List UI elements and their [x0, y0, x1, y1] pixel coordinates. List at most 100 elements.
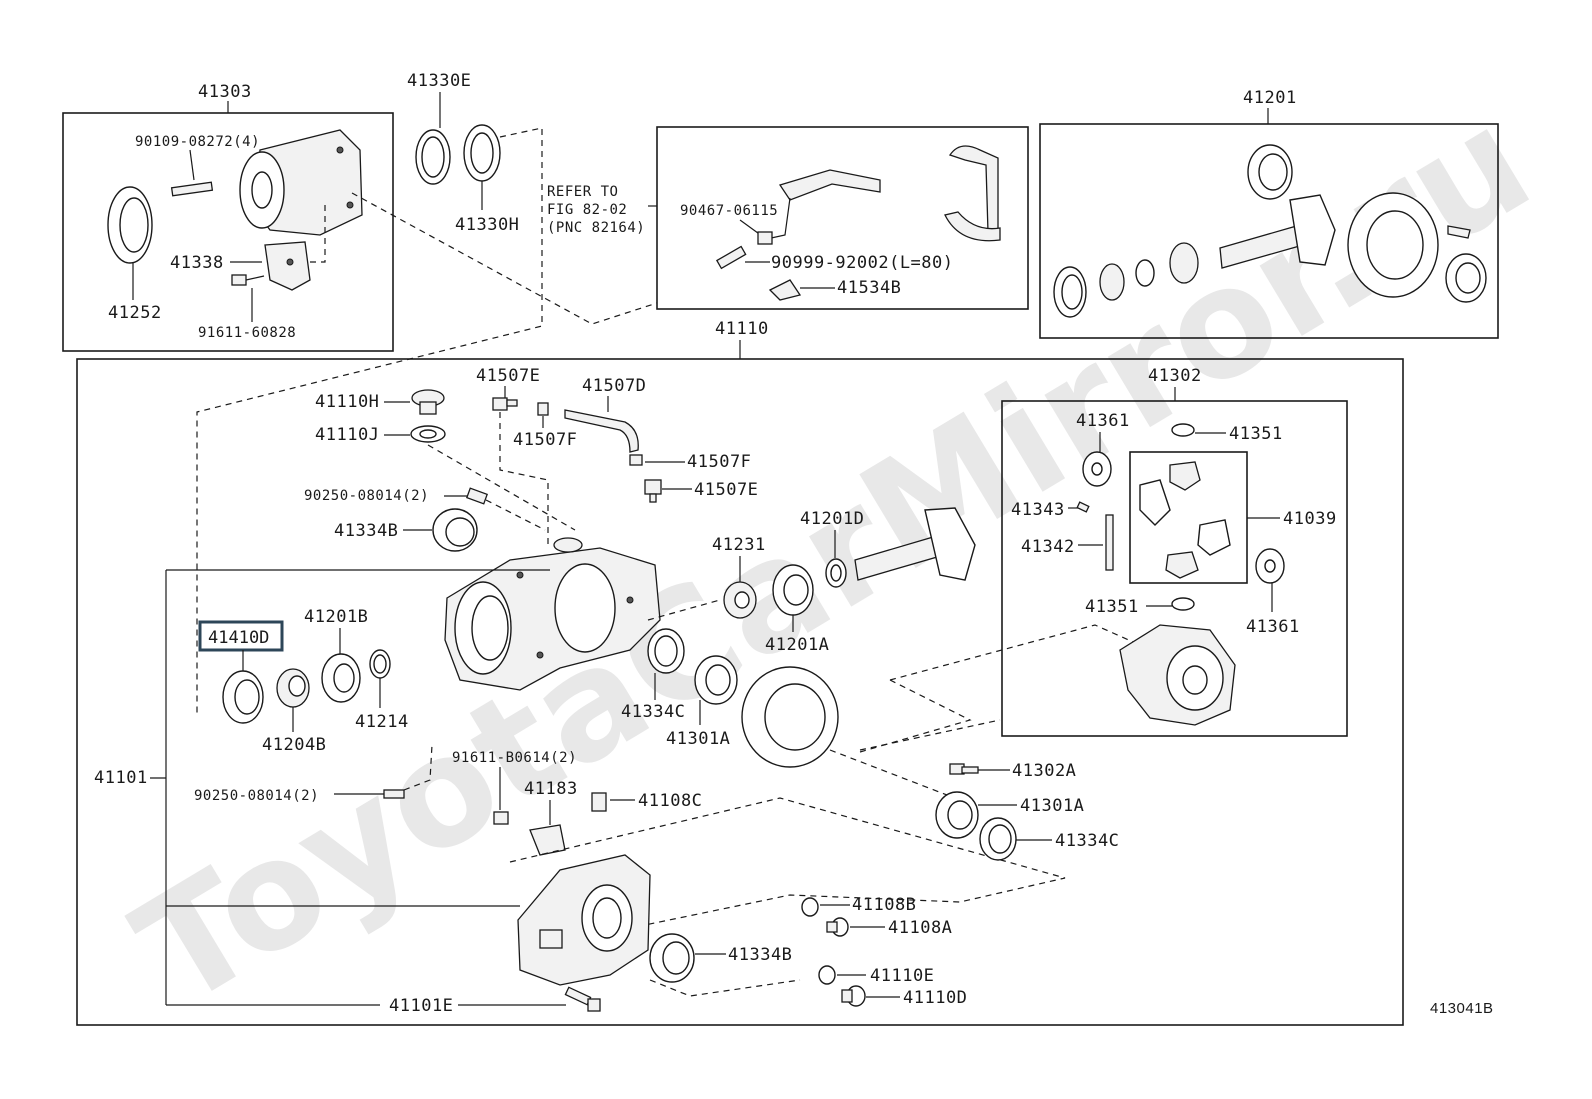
label-41201A[interactable]: 41201A [765, 635, 829, 655]
clip-41507F-right [629, 454, 643, 466]
label-90109-08272[interactable]: 90109-08272(4) [135, 134, 260, 150]
label-41507D[interactable]: 41507D [582, 376, 646, 396]
pin-90250-top [465, 487, 489, 505]
washer-41351-top [1171, 423, 1195, 437]
label-41534B[interactable]: 41534B [837, 278, 901, 298]
label-41108C[interactable]: 41108C [638, 791, 702, 811]
label-41039[interactable]: 41039 [1283, 509, 1337, 529]
pinion-gear [854, 507, 976, 581]
plug-41108C [591, 792, 607, 812]
label-41110H[interactable]: 41110H [315, 392, 379, 412]
label-41108B[interactable]: 41108B [852, 895, 916, 915]
refer-line-2: FIG 82-02 [547, 202, 627, 218]
plate-41183 [529, 824, 566, 856]
figure-code: 413041B [1430, 1000, 1494, 1017]
label-41301A-mid[interactable]: 41301A [666, 729, 730, 749]
rear-cover [517, 854, 651, 986]
label-41507F-right[interactable]: 41507F [687, 452, 751, 472]
label-41252[interactable]: 41252 [108, 303, 162, 323]
label-41101E[interactable]: 41101E [389, 996, 453, 1016]
label-41108A[interactable]: 41108A [888, 918, 952, 938]
bracket-41338 [264, 241, 311, 291]
seal-41334B-bot [649, 933, 695, 983]
label-41201[interactable]: 41201 [1243, 88, 1297, 108]
label-41110J[interactable]: 41110J [315, 425, 379, 445]
spacer-41231 [723, 581, 757, 619]
bolt-41302A [949, 763, 979, 775]
washer-41361-bot [1255, 548, 1285, 584]
bearing-41301A-right [935, 791, 979, 839]
plug-41110H [411, 389, 445, 415]
label-41110E[interactable]: 41110E [870, 966, 934, 986]
label-41302[interactable]: 41302 [1148, 366, 1202, 386]
highlight-41410D [198, 620, 284, 652]
label-41410D[interactable]: 41410D [208, 628, 269, 648]
spacer-41201D [825, 558, 847, 588]
label-41361-top[interactable]: 41361 [1076, 411, 1130, 431]
washer-41108B [801, 897, 819, 917]
ring-41330H [463, 124, 501, 182]
group-box-41302 [1001, 400, 1348, 737]
label-41342[interactable]: 41342 [1021, 537, 1075, 557]
hose-41507D [564, 409, 639, 453]
bearing-41201B [321, 653, 361, 703]
label-41303[interactable]: 41303 [198, 82, 252, 102]
label-41343[interactable]: 41343 [1011, 500, 1065, 520]
fitting-41507E [492, 397, 518, 411]
bearing-41201A [772, 564, 814, 616]
washer-41110E [818, 965, 836, 985]
seal-41334C-mid [647, 628, 685, 674]
pin-90250-bot [383, 789, 405, 799]
label-41201B[interactable]: 41201B [304, 607, 368, 627]
label-41302A[interactable]: 41302A [1012, 761, 1076, 781]
label-41507E-right[interactable]: 41507E [694, 480, 758, 500]
label-91611-60828[interactable]: 91611-60828 [198, 325, 296, 341]
label-41338[interactable]: 41338 [170, 253, 224, 273]
label-90467-06115[interactable]: 90467-06115 [680, 203, 778, 219]
ring-41330E [415, 129, 451, 185]
label-41334C-mid[interactable]: 41334C [621, 702, 685, 722]
label-41351-bot[interactable]: 41351 [1085, 597, 1139, 617]
stud-bolts [170, 181, 214, 197]
label-41101[interactable]: 41101 [94, 768, 148, 788]
label-90250-08014-top[interactable]: 90250-08014(2) [304, 488, 429, 504]
label-41361-bot[interactable]: 41361 [1246, 617, 1300, 637]
fitting-41507E-right [644, 479, 662, 503]
label-91611-B0614[interactable]: 91611-B0614(2) [452, 750, 577, 766]
plug-41108A [826, 917, 849, 937]
plug-41110D [841, 985, 866, 1007]
label-41183[interactable]: 41183 [524, 779, 578, 799]
group-box-41201 [1039, 123, 1499, 339]
label-41204B[interactable]: 41204B [262, 735, 326, 755]
label-41330H[interactable]: 41330H [455, 215, 519, 235]
label-90250-08014-bot[interactable]: 90250-08014(2) [194, 788, 319, 804]
label-41201D[interactable]: 41201D [800, 509, 864, 529]
label-41110[interactable]: 41110 [715, 319, 769, 339]
bolt-41101E [564, 986, 601, 1012]
label-41334B-bot[interactable]: 41334B [728, 945, 792, 965]
gasket-41110J [410, 425, 446, 443]
label-90999-92002[interactable]: 90999-92002(L=80) [771, 253, 954, 273]
label-41334C-right[interactable]: 41334C [1055, 831, 1119, 851]
clip-41507F [537, 402, 549, 416]
refer-box [656, 126, 1029, 310]
bolt-91611-B0614 [493, 811, 509, 825]
label-41110D[interactable]: 41110D [903, 988, 967, 1008]
bearing-41301A-mid [694, 655, 738, 705]
label-41330E[interactable]: 41330E [407, 71, 471, 91]
washer-41351-bot [1171, 597, 1195, 611]
label-41507F-left[interactable]: 41507F [513, 430, 577, 450]
bolt-91611-60828 [231, 274, 265, 286]
label-41507E-top[interactable]: 41507E [476, 366, 540, 386]
gear-set-41201 [1053, 144, 1487, 318]
pinion-set-41039 [1139, 461, 1231, 579]
ring-41214 [369, 649, 391, 679]
label-41351-top[interactable]: 41351 [1229, 424, 1283, 444]
refer-line-1: REFER TO [547, 184, 618, 200]
label-41231[interactable]: 41231 [712, 535, 766, 555]
label-41214[interactable]: 41214 [355, 712, 409, 732]
label-41301A-right[interactable]: 41301A [1020, 796, 1084, 816]
label-41334B-top[interactable]: 41334B [334, 521, 398, 541]
housing-41303 [239, 129, 363, 236]
